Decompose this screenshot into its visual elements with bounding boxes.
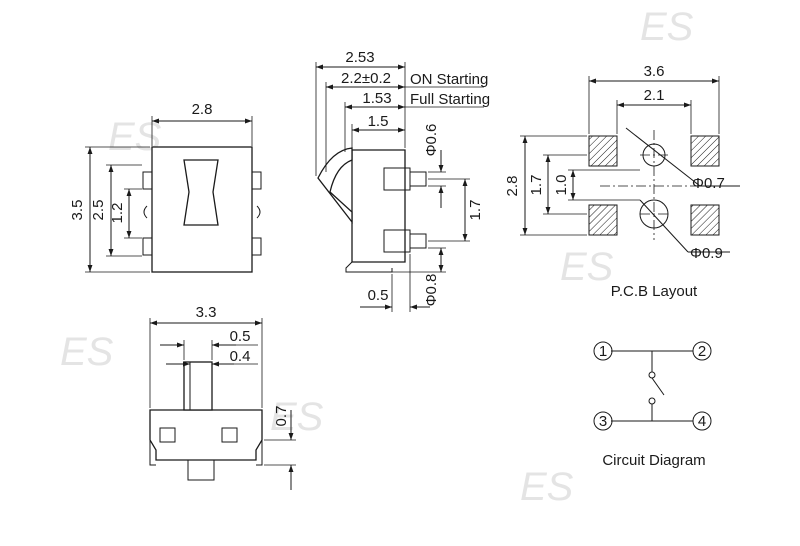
- dim-full-start: 1.53: [362, 90, 391, 107]
- label-on-start: ON Starting: [410, 71, 488, 88]
- pin-right-2: [251, 237, 262, 256]
- dim-front-width: 3.3: [196, 304, 217, 321]
- dim-pin-dia: Φ0.6: [423, 124, 440, 157]
- dim-actuator-outer: 0.5: [230, 328, 251, 345]
- dim-pin-span: 2.5: [90, 200, 107, 221]
- front-legs: [149, 440, 263, 466]
- side-pin-1-tip: [410, 171, 427, 187]
- dim-pin-offset: Φ0.8: [423, 274, 440, 307]
- dim-side-pin-pitch: 1.7: [467, 200, 484, 221]
- dim-on-start: 2.2±0.2: [341, 70, 391, 87]
- watermark: ES: [60, 330, 114, 374]
- dim-front-height: 0.7: [273, 406, 290, 427]
- side-view: 2.53 2.2±0.2 ON Starting 1.53 Full Start…: [315, 49, 490, 312]
- side-pin-2-tip: [410, 233, 427, 249]
- pcb-caption: P.C.B Layout: [611, 283, 698, 300]
- circuit-caption: Circuit Diagram: [602, 452, 705, 469]
- front-actuator: [183, 361, 213, 411]
- side-body: [351, 149, 406, 263]
- circuit-pin-3: [593, 411, 613, 431]
- dim-body-depth: 1.5: [368, 113, 389, 130]
- watermark: ES: [520, 465, 574, 509]
- dim-pcb-hole-pitch: 1.0: [553, 175, 570, 196]
- dim-overall: 2.53: [345, 49, 374, 66]
- circuit-pin-2: [692, 341, 712, 361]
- circuit-pin-3-label: 3: [599, 413, 607, 430]
- dim-pcb-width: 3.6: [644, 63, 665, 80]
- circuit-pin-2-label: 2: [698, 343, 706, 360]
- side-pin-1: [383, 167, 411, 191]
- pcb-pad-1: [588, 135, 618, 167]
- dim-pin-pitch: 1.2: [109, 203, 126, 224]
- circuit-pin-4-label: 4: [698, 413, 706, 430]
- front-hole-left: [159, 427, 176, 443]
- dim-pcb-height: 2.8: [504, 176, 521, 197]
- watermark: ES: [560, 245, 614, 289]
- dim-pcb-inner: 2.1: [644, 87, 665, 104]
- pcb-pad-2: [690, 135, 720, 167]
- front-view: 3.3 0.5 0.4 0.7: [149, 304, 296, 490]
- dim-height: 3.5: [69, 200, 86, 221]
- front-terminal: [187, 460, 215, 481]
- watermark: ES: [270, 395, 324, 439]
- pin-left-1: [142, 171, 153, 190]
- actuator: [183, 159, 219, 226]
- label-full-start: Full Starting: [410, 91, 490, 108]
- watermark: ES: [640, 5, 694, 49]
- dim-pin-end: 0.5: [368, 287, 389, 304]
- switch-blade: [651, 377, 665, 396]
- top-view: 2.8 3.5 2.5 1.2: [69, 101, 262, 273]
- circuit-pin-4: [692, 411, 712, 431]
- dim-actuator-inner: 0.4: [230, 348, 251, 365]
- dim-width: 2.8: [192, 101, 213, 118]
- watermark-group: ES ES ES ES ES ES: [60, 5, 694, 509]
- front-hole-right: [221, 427, 238, 443]
- circuit-diagram: 1 2 3 4 Circuit Diagram: [593, 341, 712, 469]
- circuit-pin-1-label: 1: [599, 343, 607, 360]
- dim-pcb-pad-pitch: 1.7: [528, 175, 545, 196]
- pin-right-1: [251, 171, 262, 190]
- side-notch-left: [143, 205, 148, 219]
- switch-contact-top: [648, 371, 656, 379]
- switch-contact-bottom: [648, 397, 656, 405]
- lever: [317, 147, 353, 224]
- dim-hole-small: Φ0.7: [692, 175, 725, 192]
- dim-hole-large: Φ0.9: [690, 245, 723, 262]
- side-base: [345, 261, 393, 273]
- pcb-pad-4: [690, 204, 720, 236]
- circuit-pin-1: [593, 341, 613, 361]
- pcb-pad-3: [588, 204, 618, 236]
- pcb-layout: 3.6 2.1 2.8 1.7 1.0 Φ0.7 Φ0.9 P.C.B Layo…: [504, 63, 740, 300]
- front-body: [149, 409, 263, 461]
- side-notch-right: [256, 205, 261, 219]
- side-pin-2: [383, 229, 411, 253]
- pin-left-2: [142, 237, 153, 256]
